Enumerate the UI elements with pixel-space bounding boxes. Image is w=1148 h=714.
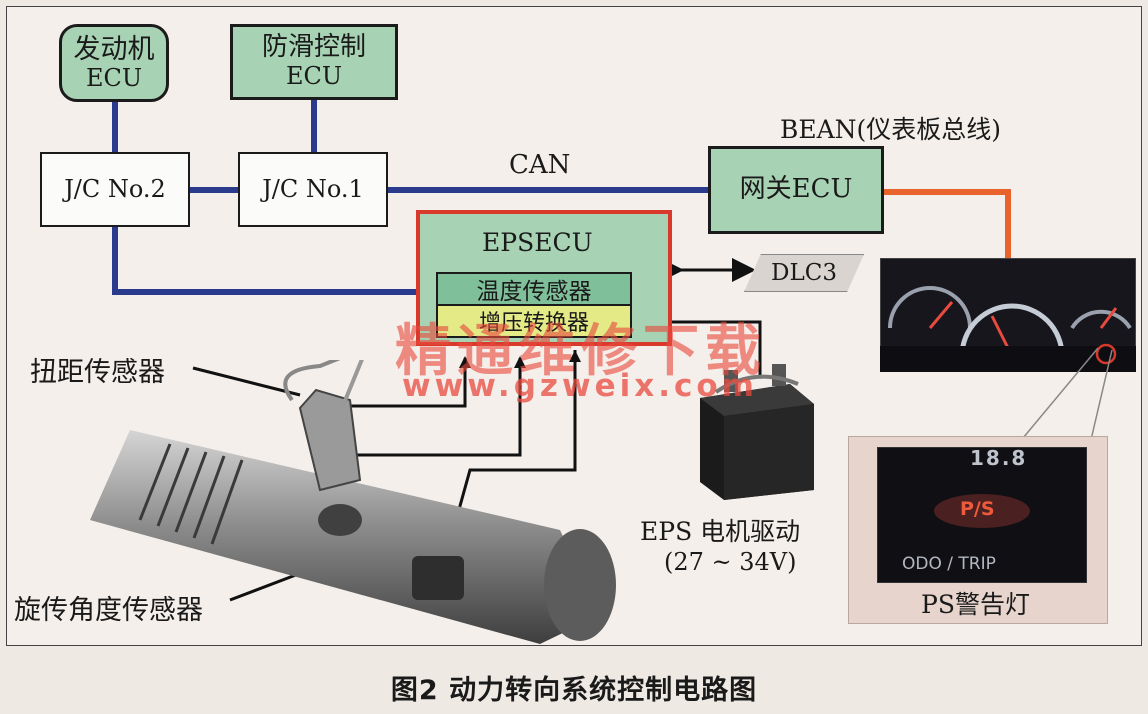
eps-ecu-label: EPSECU (482, 228, 593, 257)
engine-ecu-line2: ECU (85, 63, 143, 92)
eps-motor-drive-label: EPS 电机驱动 (640, 517, 801, 546)
voltage-label: (27 ~ 34V) (664, 548, 797, 576)
converter-label: 增压转换器 (478, 311, 589, 336)
rotation-angle-sensor-label: 旋传角度传感器 (14, 595, 203, 626)
jc2-label: J/C No.2 (64, 174, 166, 203)
watermark-url: www.gzweix.com (402, 368, 758, 404)
jc1-label: J/C No.1 (262, 174, 364, 203)
ps-indicator-glow (934, 494, 1030, 528)
battery-wire (655, 320, 762, 375)
ps-lamp-zoom-panel: 18.8 P/S ODO / TRIP PS警告灯 (848, 436, 1108, 624)
can-line-jc2-eps (112, 225, 418, 295)
gateway-ecu-label: 网关ECU (739, 174, 853, 205)
bean-bus-line (882, 189, 1011, 258)
temp-sensor-box: 温度传感器 (436, 272, 632, 306)
watermark-text: 精通维修下载 (395, 319, 767, 384)
gateway-ecu-box: 网关ECU (708, 146, 884, 234)
torque-label-leader (192, 366, 301, 397)
ps-lamp-display: 18.8 P/S ODO / TRIP (877, 446, 1087, 583)
bean-label: BEAN(仪表板总线) (780, 115, 1002, 144)
converter-box: 增压转换器 (436, 306, 632, 338)
figure-caption: 图2 动力转向系统控制电路图 (390, 675, 758, 706)
antiskid-ecu-box: 防滑控制 ECU (230, 24, 398, 100)
engine-ecu-line1: 发动机 (73, 33, 155, 65)
dlc3-box: DLC3 (744, 254, 864, 292)
ps-indicator: P/S (960, 498, 995, 520)
odo-trip-label: ODO / TRIP (902, 554, 996, 574)
instrument-cluster (880, 258, 1136, 372)
eps-ecu-box: EPSECU 温度传感器 增压转换器 (416, 210, 672, 346)
jc1-box: J/C No.1 (238, 152, 388, 227)
temp-sensor-label: 温度传感器 (476, 279, 592, 305)
can-label: CAN (509, 150, 571, 180)
engine-ecu-box: 发动机 ECU (59, 24, 169, 102)
torque-sensor-label: 扭距传感器 (30, 357, 165, 388)
antiskid-ecu-line1: 防滑控制 (261, 32, 366, 63)
torque-sensor-wire (335, 358, 467, 408)
steering-gear-illustration (90, 360, 616, 644)
jc2-box: J/C No.2 (40, 152, 190, 227)
odometer-reading: 18.8 (970, 446, 1028, 470)
antiskid-ecu-line2: ECU (285, 62, 343, 91)
dlc3-label: DLC3 (771, 260, 837, 286)
battery-icon (700, 364, 814, 500)
ps-warning-lamp-label: PS警告灯 (921, 590, 1030, 619)
